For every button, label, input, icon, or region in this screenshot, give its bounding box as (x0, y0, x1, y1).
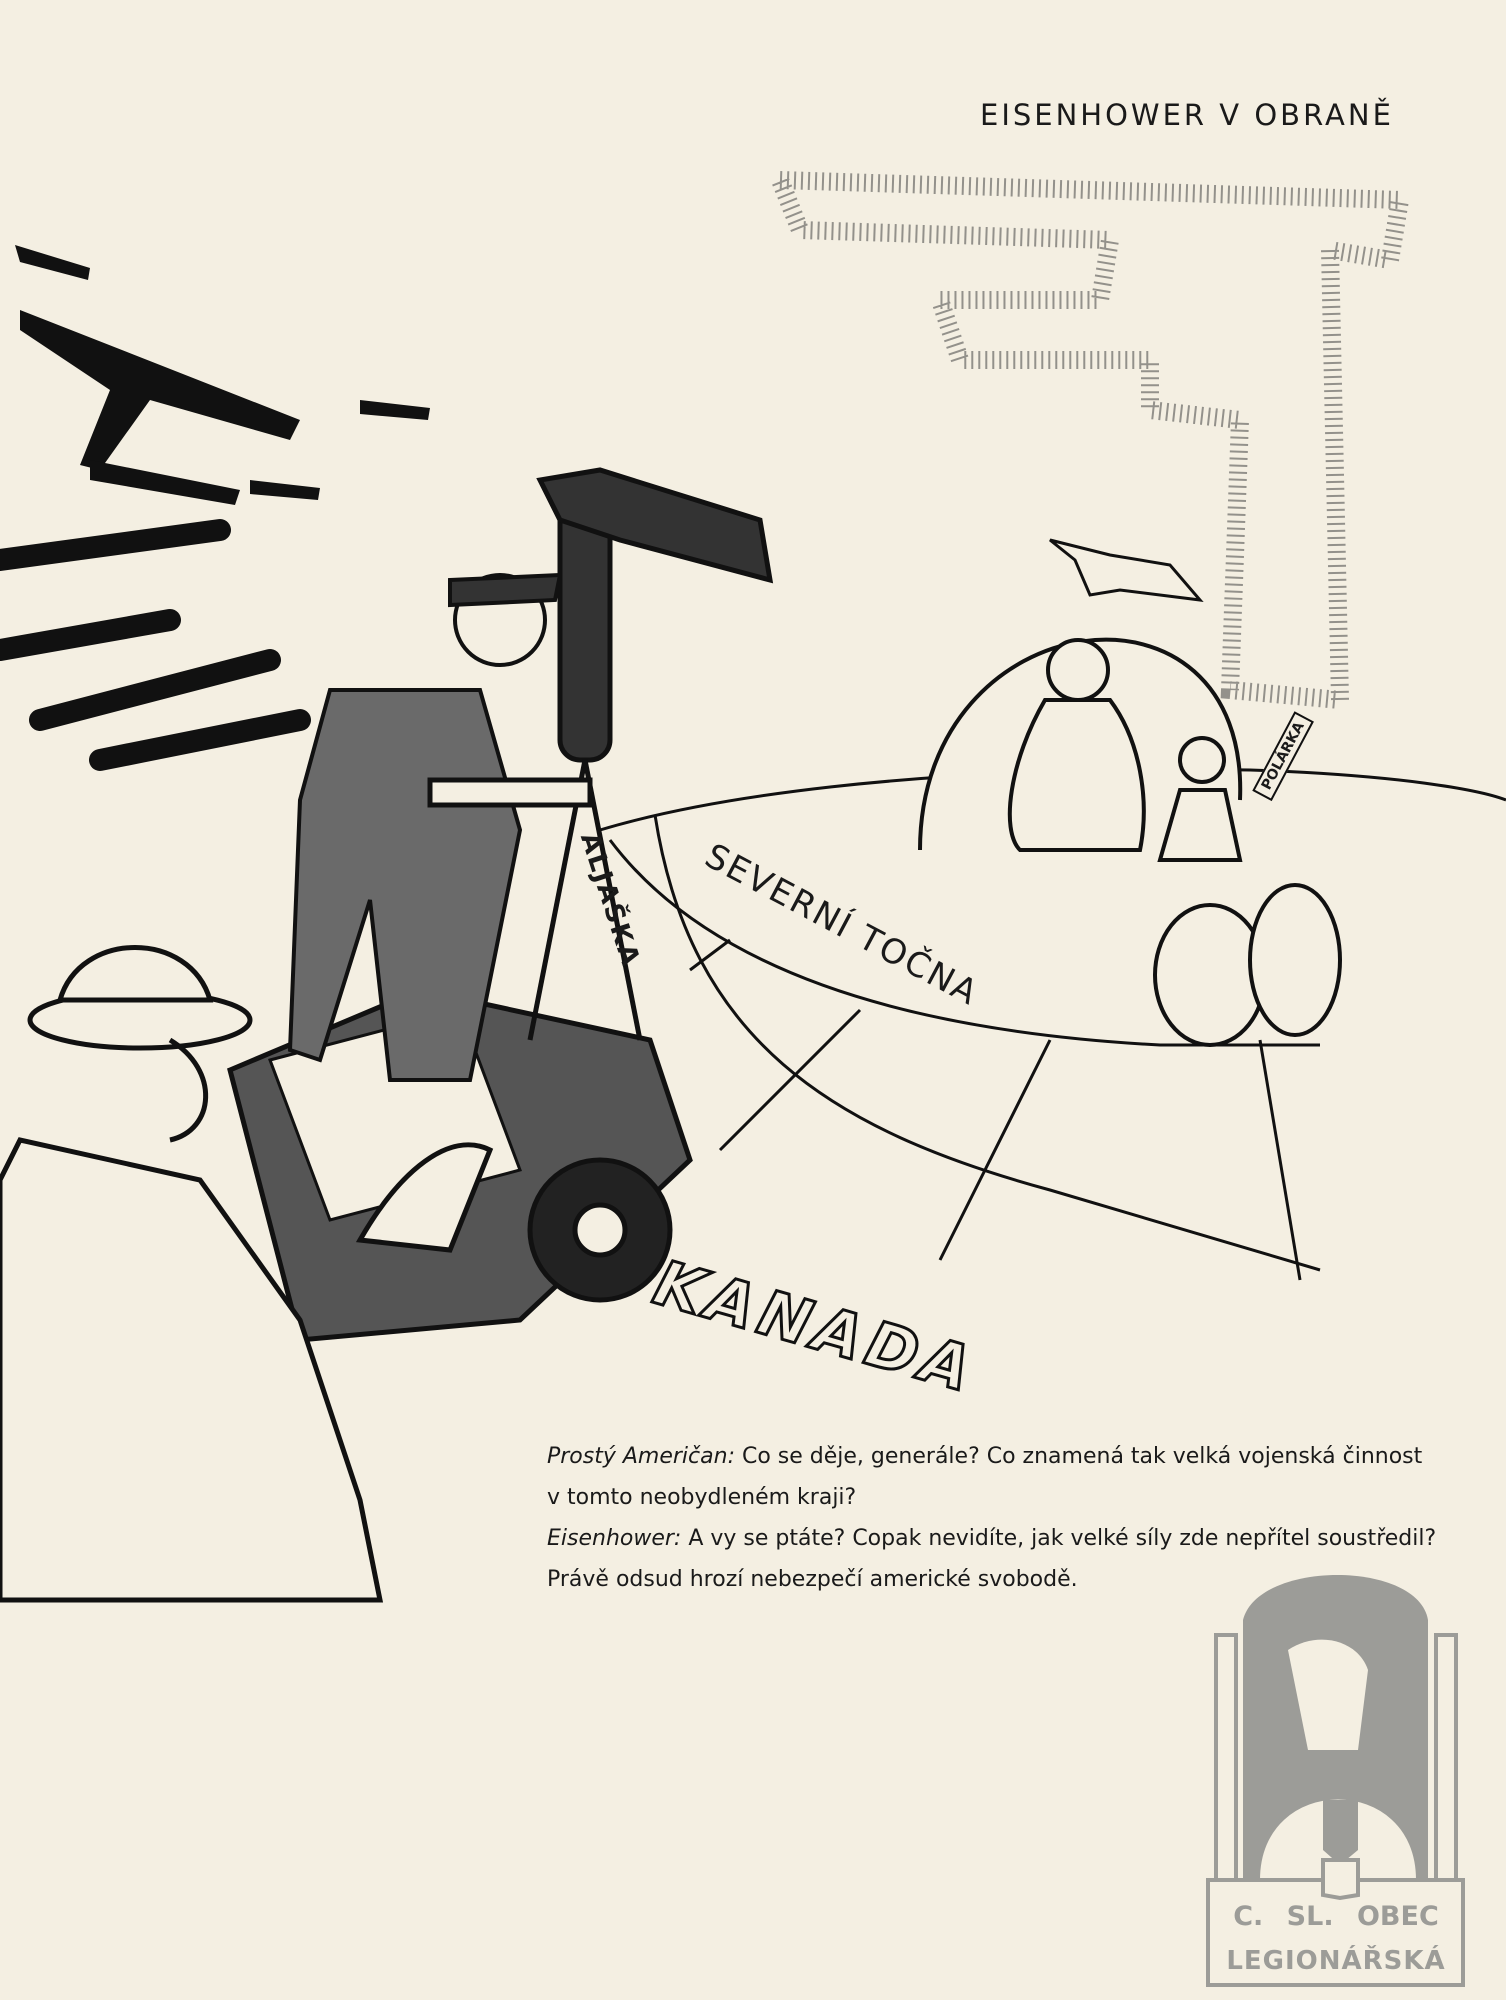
legion-stamp: C. SL. OBEC LEGIONÁŘSKÁ (1198, 1560, 1473, 1992)
polar-bears (1153, 883, 1342, 1047)
caption-text: A vy se ptáte? Copak nevidíte, jak velké… (688, 1526, 1437, 1551)
telescope (427, 467, 774, 1041)
stippled-clouds (766, 170, 1411, 710)
page-title: EISENHOWER V OBRANĚ (980, 98, 1394, 132)
stamp-line-1: C. SL. OBEC (1233, 1901, 1439, 1932)
caption: Prostý Američan: Co se děje, generále? C… (547, 1436, 1436, 1600)
caption-line-3: Eisenhower: A vy se ptáte? Copak nevidít… (547, 1518, 1436, 1559)
stamp-line-2: LEGIONÁŘSKÁ (1226, 1946, 1446, 1976)
caption-line-1: Prostý Američan: Co se děje, generále? C… (547, 1436, 1436, 1477)
soldier-emblem-icon (1206, 1575, 1465, 1987)
caption-line-4: Právě odsud hrozí nebezpečí americké svo… (547, 1567, 1078, 1592)
caption-line-2: v tomto neobydleném kraji? (547, 1485, 857, 1510)
eskimo-figures (1007, 638, 1243, 862)
speaker-eisenhower: Eisenhower: (547, 1526, 682, 1551)
bomber-planes (15, 245, 430, 505)
general-figure (287, 572, 563, 1082)
artillery-guns (0, 519, 311, 771)
speaker-american: Prostý Američan: (547, 1444, 735, 1469)
fox (1049, 538, 1204, 602)
caption-text: Co se děje, generále? Co znamená tak vel… (741, 1444, 1423, 1469)
american-civilian (0, 945, 494, 1603)
